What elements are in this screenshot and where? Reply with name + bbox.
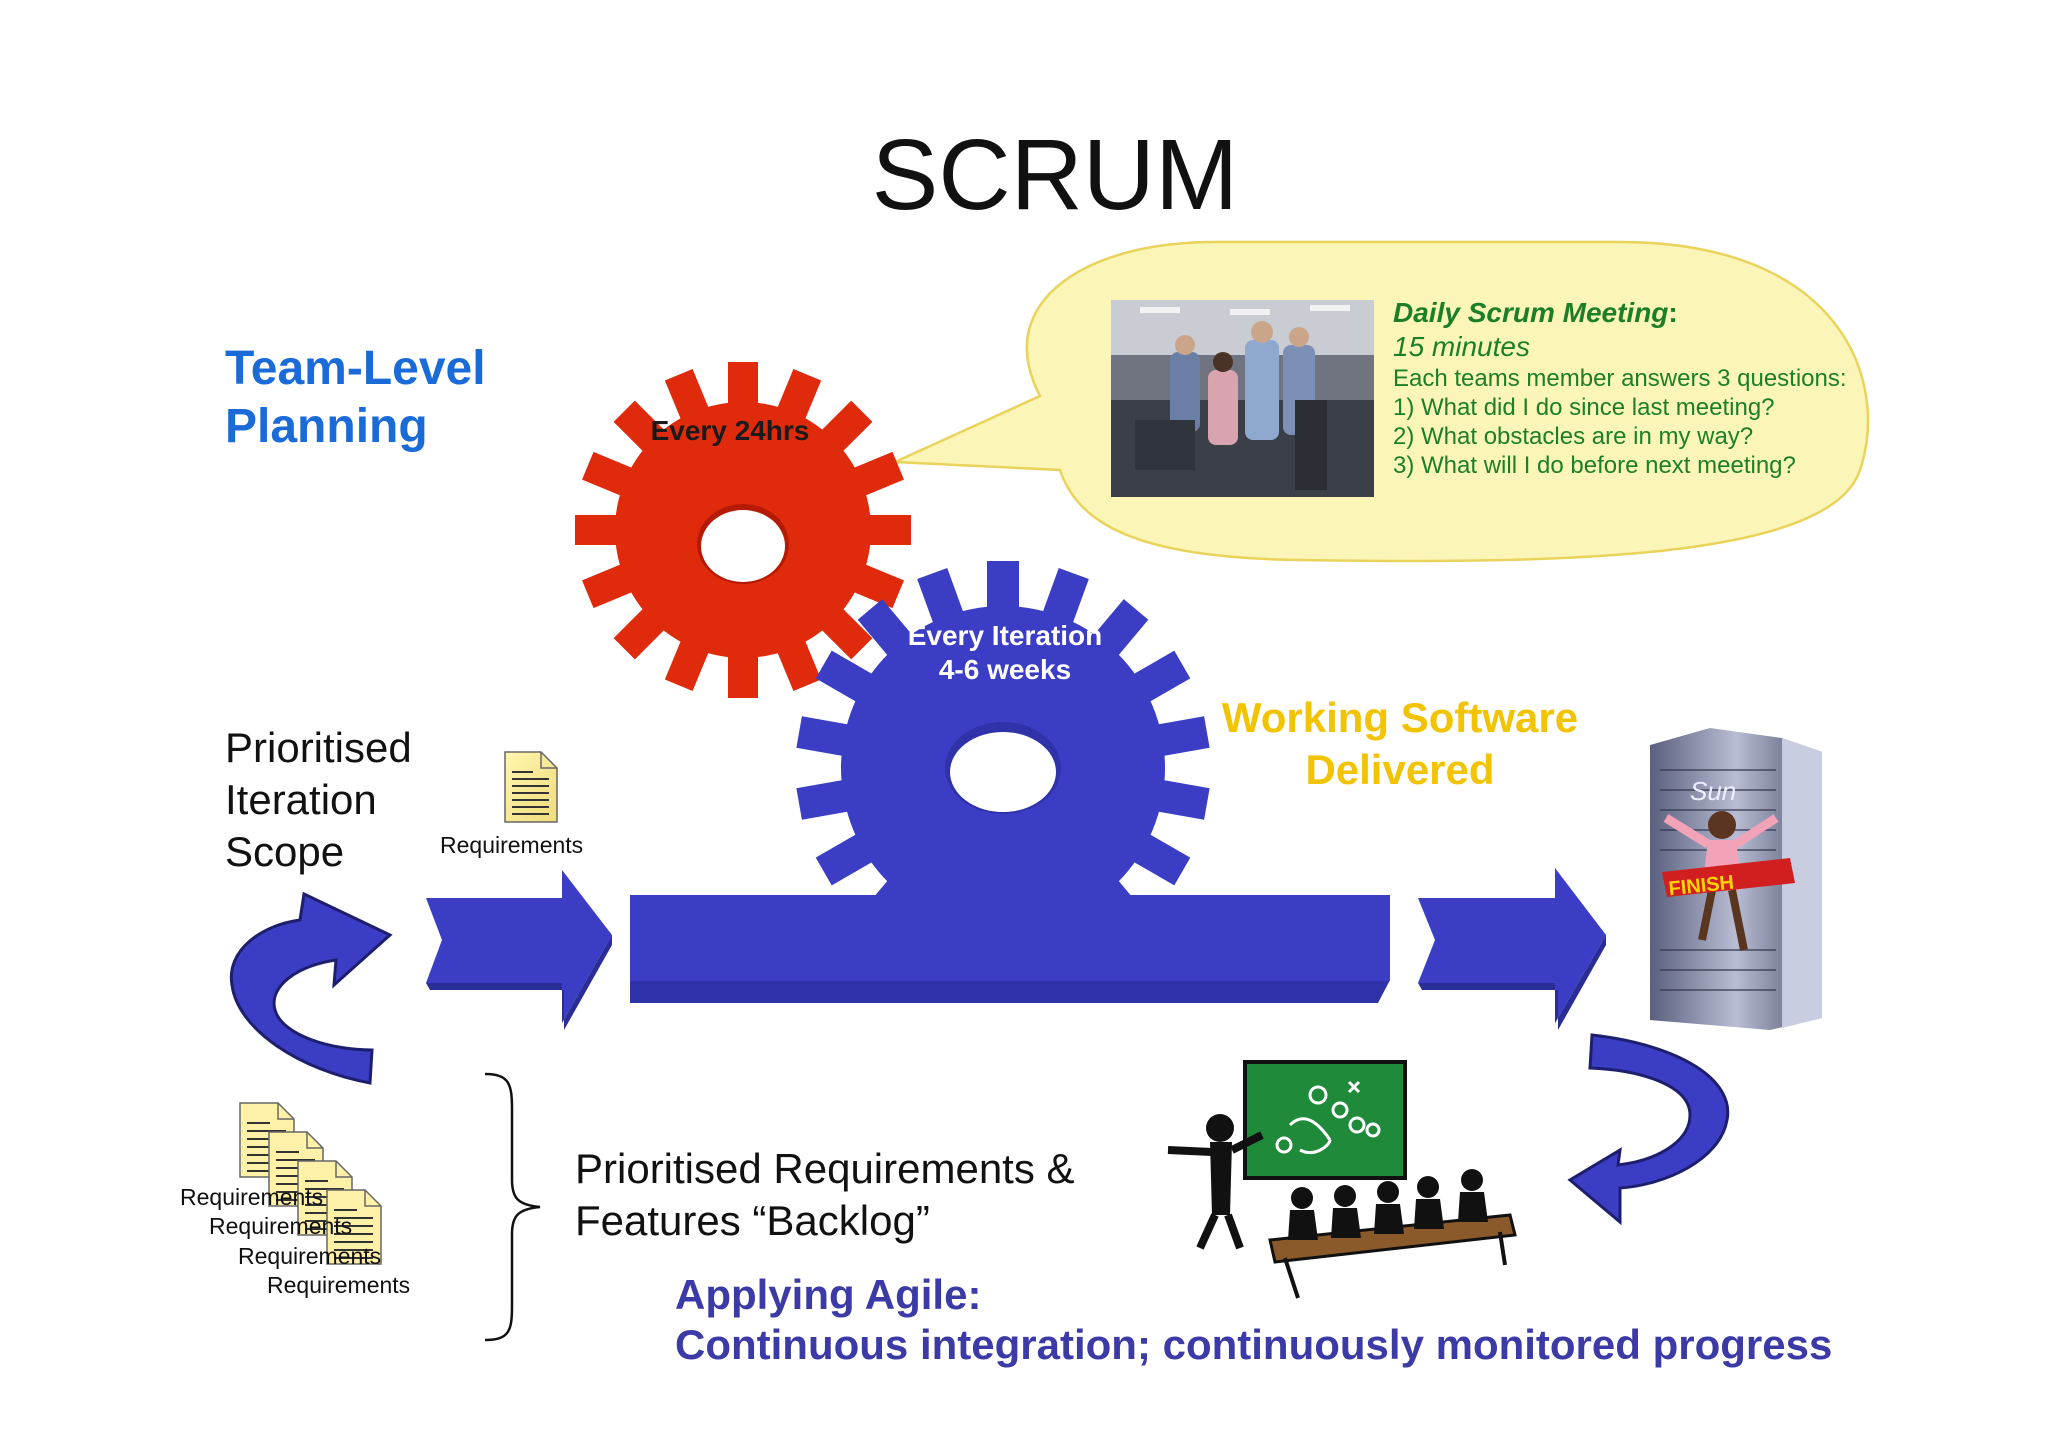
left-loop-arrow [229, 891, 393, 1085]
agile-line1: Applying Agile: [675, 1271, 982, 1318]
output-arrow [1418, 868, 1606, 1030]
agile-line2: Continuous integration; continuously mon… [675, 1321, 1833, 1368]
server-brand: Sun [1690, 776, 1736, 806]
requirements-stack-label-3: Requirements [238, 1243, 381, 1269]
coach-team-clipart [1167, 1060, 1517, 1299]
daily-meeting-title-suffix: : [1668, 297, 1678, 328]
scope-line3: Scope [225, 828, 345, 875]
daily-meeting-question-2: 2) What obstacles are in my way? [1393, 423, 1754, 450]
daily-meeting-text: Daily Scrum Meeting: 15 minutes Each tea… [1393, 296, 1847, 480]
prioritised-iteration-scope: Prioritised Iteration Scope [225, 722, 412, 878]
requirements-stack-icons [239, 1102, 382, 1265]
iteration-gear [796, 561, 1210, 975]
requirements-doc-icon [504, 751, 558, 823]
backlog-line2: Features “Backlog” [575, 1197, 930, 1244]
requirements-doc-icon [326, 1189, 382, 1265]
iteration-gear-label-line1: Every Iteration [908, 620, 1103, 651]
working-software-line2: Delivered [1305, 746, 1495, 793]
server-finish-image: Sun FINISH [1650, 728, 1822, 1030]
working-software-line1: Working Software [1221, 694, 1579, 741]
daily-gear [575, 362, 911, 698]
requirements-label: Requirements [440, 832, 584, 858]
scope-line2: Iteration [225, 776, 377, 823]
slide-title: SCRUM [871, 119, 1239, 231]
backlog-line1: Prioritised Requirements & [575, 1145, 1075, 1192]
team-level-line2: Planning [225, 400, 428, 453]
daily-meeting-title: Daily Scrum Meeting [1393, 297, 1669, 328]
daily-meeting-question-1: 1) What did I do since last meeting? [1393, 394, 1775, 421]
daily-meeting-duration: 15 minutes [1393, 331, 1530, 362]
requirements-stack-label-1: Requirements [180, 1184, 323, 1210]
daily-meeting-title-row: Daily Scrum Meeting: [1393, 296, 1847, 330]
team-level-line1: Team-Level [225, 342, 486, 395]
daily-gear-label: Every 24hrs [651, 415, 810, 446]
iteration-gear-label-line2: 4-6 weeks [939, 654, 1071, 685]
right-loop-arrow [1567, 1033, 1730, 1226]
requirements-stack-label-2: Requirements [209, 1213, 352, 1239]
daily-meeting-question-3: 3) What will I do before next meeting? [1393, 452, 1796, 479]
working-software-delivered: Working Software Delivered [1160, 692, 1640, 796]
requirements-stack-label-4: Requirements [267, 1272, 410, 1298]
backlog-brace [484, 1072, 541, 1342]
input-arrow [426, 870, 612, 1030]
backlog-description: Prioritised Requirements & Features “Bac… [575, 1143, 1075, 1247]
team-level-planning-heading: Team-Level Planning [225, 340, 486, 456]
daily-meeting-intro: Each teams member answers 3 questions: [1393, 365, 1847, 392]
scope-line1: Prioritised [225, 724, 412, 771]
meeting-photo [1111, 300, 1374, 497]
applying-agile-text: Applying Agile: Continuous integration; … [675, 1270, 1832, 1370]
